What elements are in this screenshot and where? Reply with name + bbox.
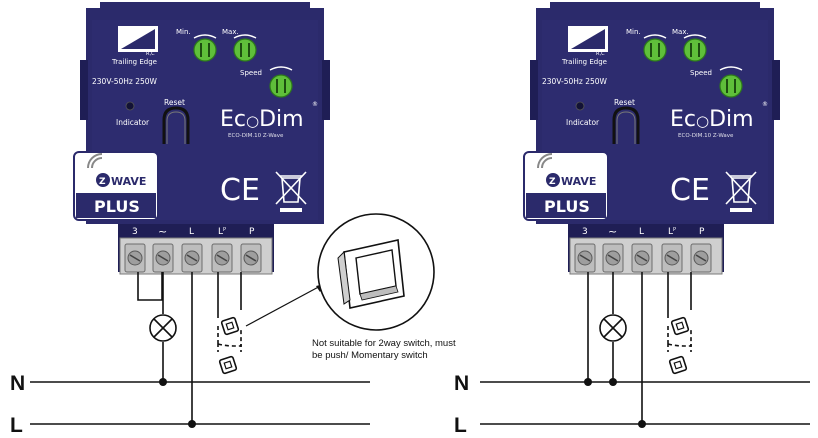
weee-bin-icon [275,171,307,212]
terminal-screw [211,243,233,273]
zwave-line2: PLUS [94,197,140,216]
max-knob[interactable] [233,38,257,62]
terminal-screw [152,243,174,273]
right-dimmer-module: R,C Trailing Edge Min. Max. Speed 230V-5… [523,1,781,275]
terminal-label-l: L [639,227,644,237]
junction-dot [188,420,196,428]
junction-dot [584,378,592,386]
switch-callout: Not suitable for 2way switch, must be pu… [245,213,456,361]
reset-button[interactable] [612,106,640,144]
note-line-1: Not suitable for 2way switch, must [312,338,456,349]
left-wiring [137,272,242,424]
junction-dot [609,378,617,386]
knob-min-label: Min. [176,28,191,36]
zwave-z: Z [99,177,106,187]
terminal-label-p: P [249,227,255,237]
junction-dot [638,420,646,428]
mode-icon-text: R,C [596,51,605,57]
mode-label: Trailing Edge [561,58,607,66]
zwave-line2: PLUS [544,197,590,216]
knob-speed-label: Speed [240,69,262,77]
left-push-switch-2 [218,355,238,375]
model-label: ECO-DIM.10 Z-Wave [678,133,734,139]
weee-bin-icon [725,171,757,212]
left-dimmer-module: R,C Trailing Edge Min. Max. Speed 230V-5… [73,1,331,275]
knob-max-label: Max. [672,28,689,36]
terminal-screw [690,243,712,273]
right-push-switch-2 [668,355,688,375]
terminal-label-lp: LP [218,227,226,237]
indicator-label: Indicator [566,118,600,127]
terminal-label-l: L [189,227,194,237]
rating-label: 230V-50Hz 250W [92,77,158,86]
speed-knob[interactable] [719,74,743,98]
right-l-label: L [454,414,467,437]
terminal-label-3: 3 [582,227,588,237]
registered-mark: ® [312,101,318,108]
speed-knob[interactable] [269,74,293,98]
knob-max-label: Max. [222,28,239,36]
max-knob[interactable] [683,38,707,62]
right-wiring [587,272,692,424]
left-diagram: R,C Trailing Edge Min. Max. Speed 230V-5… [10,1,370,437]
right-diagram: R,C Trailing Edge Min. Max. Speed 230V-5… [454,1,810,437]
terminal-screw [124,243,146,273]
zwave-plus-badge: Z WAVE PLUS [523,151,609,221]
left-l-label: L [10,414,23,437]
knob-min-label: Min. [626,28,641,36]
left-lamp-symbol [149,314,177,342]
zwave-plus-badge: Z WAVE PLUS [73,151,159,221]
min-knob[interactable] [643,38,667,62]
terminal-label-lp: LP [668,227,676,237]
terminal-label-tilde: ~ [608,225,617,238]
terminal-label-p: P [699,227,705,237]
rating-label: 230V-50Hz 250W [542,77,608,86]
terminal-screw [574,243,596,273]
zwave-z: Z [549,177,556,187]
right-n-label: N [454,372,469,395]
mode-label: Trailing Edge [111,58,157,66]
right-push-switch [670,316,690,336]
reset-label: Reset [614,98,635,107]
terminal-label-3: 3 [132,227,138,237]
model-label: ECO-DIM.10 Z-Wave [228,133,284,139]
mode-icon-text: R,C [146,51,155,57]
ce-mark: CE [220,173,260,208]
terminal-label-tilde: ~ [158,225,167,238]
reset-label: Reset [164,98,185,107]
terminal-screw [240,243,262,273]
note-line-2: be push/ Momentary switch [312,350,428,361]
terminal-screw [631,243,653,273]
brand-logo: Ec○Dim [220,107,304,132]
terminal-screw [181,243,203,273]
terminal-screw [661,243,683,273]
brand-logo: Ec○Dim [670,107,754,132]
ce-mark: CE [670,173,710,208]
left-push-switch [220,316,240,336]
zwave-line1: WAVE [111,175,146,188]
min-knob[interactable] [193,38,217,62]
knob-speed-label: Speed [690,69,712,77]
right-lamp-symbol [599,314,627,342]
registered-mark: ® [762,101,768,108]
terminal-screw [602,243,624,273]
indicator-label: Indicator [116,118,150,127]
reset-button[interactable] [162,106,190,144]
left-n-label: N [10,372,25,395]
indicator-led [575,101,585,111]
indicator-led [125,101,135,111]
junction-dot [159,378,167,386]
rocker-switch-icon [337,239,405,309]
zwave-line1: WAVE [561,175,596,188]
